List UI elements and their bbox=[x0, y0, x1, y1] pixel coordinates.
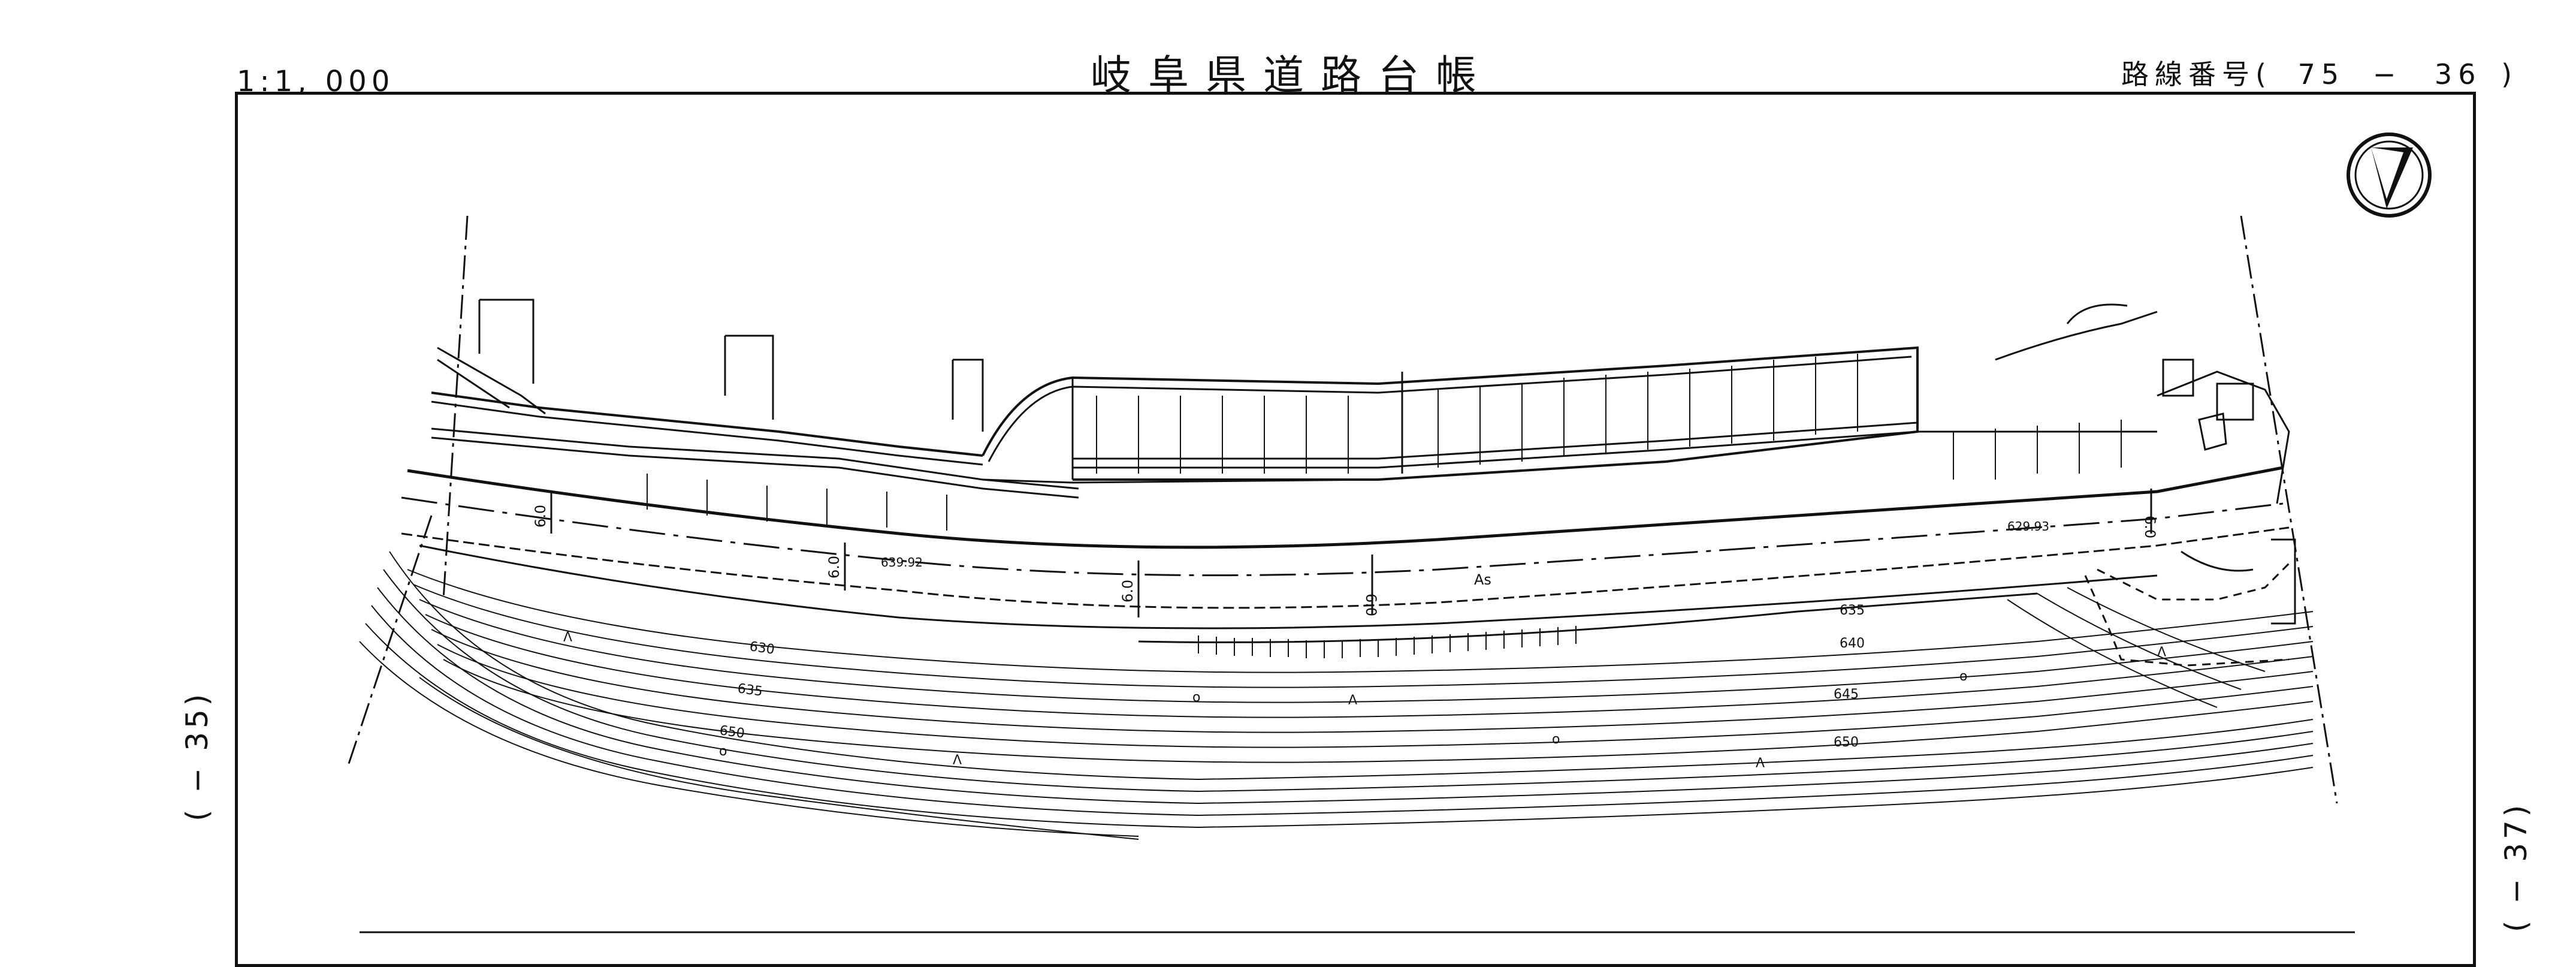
map-symbol-3: Λ bbox=[953, 753, 962, 768]
width-label-4: 6.0 bbox=[1363, 594, 1379, 616]
contour-label-2: 635 bbox=[736, 681, 763, 700]
page-title: 岐阜県道路台帳 bbox=[1091, 52, 1494, 100]
route-number-label: 路線番号( bbox=[2121, 58, 2272, 91]
route-number-a: 75 bbox=[2297, 58, 2345, 91]
map-symbol-4: Λ bbox=[1756, 756, 1765, 771]
route-number: 路線番号( 75 − 36 ) bbox=[2121, 53, 2518, 92]
contour-label-5: 640 bbox=[1840, 636, 1865, 651]
width-label-5: 6.0 bbox=[2142, 516, 2158, 538]
route-number-close: ) bbox=[2501, 58, 2518, 91]
elevation-label-1: 639.92 bbox=[881, 555, 923, 570]
map-symbol-6: o bbox=[1192, 690, 1200, 705]
map-symbol-5: Λ bbox=[2157, 645, 2166, 660]
map-symbol-1: Λ bbox=[563, 630, 572, 645]
boundary-line-lower-left bbox=[346, 515, 433, 768]
map-symbol-7: o bbox=[719, 744, 727, 759]
map-symbol-8: o bbox=[1552, 732, 1560, 747]
parcel-outline bbox=[724, 335, 774, 420]
road-centerline bbox=[401, 496, 2284, 577]
route-number-dash: − bbox=[2372, 58, 2402, 91]
contour-label-3: 650 bbox=[718, 723, 745, 742]
contour-label-6: 645 bbox=[1834, 687, 1859, 702]
parcel-outline bbox=[437, 347, 546, 415]
elevation-label-2: 629.93 bbox=[2007, 519, 2049, 534]
surface-label: As bbox=[1474, 571, 1491, 588]
boundary-line-left bbox=[442, 215, 469, 600]
road-edge-south bbox=[401, 526, 2290, 609]
width-label-1: 6.0 bbox=[532, 505, 549, 528]
route-number-b: 36 bbox=[2434, 58, 2482, 91]
map-symbol-2: Λ bbox=[1348, 693, 1357, 708]
width-label-3: 6.0 bbox=[1119, 580, 1136, 603]
parcel-outline bbox=[478, 299, 534, 384]
contour-label-1: 630 bbox=[748, 639, 775, 658]
width-label-2: 6.0 bbox=[826, 556, 842, 579]
road-edge-north bbox=[407, 466, 2284, 549]
north-arrow-icon bbox=[2347, 132, 2432, 218]
contour-label-4: 635 bbox=[1840, 603, 1865, 618]
road-plan-drawing: 6.0 6.0 6.0 6.0 6.0 639.92 629.93 As 630… bbox=[346, 132, 2432, 933]
map-symbol-9: o bbox=[1959, 669, 1967, 684]
parcel-outline bbox=[952, 359, 984, 432]
boundary-line-right bbox=[2240, 215, 2338, 804]
contour-label-7: 650 bbox=[1834, 735, 1859, 750]
